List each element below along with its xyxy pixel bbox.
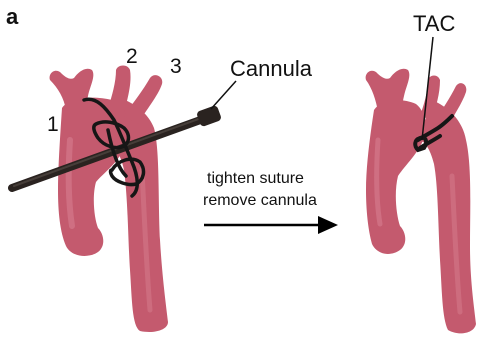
tac-label: TAC (413, 11, 455, 36)
step-text-line-1: tighten suture (207, 170, 304, 187)
aorta-after (366, 69, 476, 334)
branch-1-label: 1 (47, 113, 59, 136)
branch-2-label: 2 (126, 45, 138, 68)
branch-3-label: 3 (170, 55, 182, 78)
cannula-label: Cannula (230, 56, 313, 81)
panel-letter: a (6, 4, 19, 29)
step-text-line-2: remove cannula (203, 192, 317, 209)
cannula-leader-line (211, 81, 236, 109)
aorta-before (50, 66, 168, 332)
vessel-highlight (69, 140, 72, 226)
step-arrow (204, 216, 338, 234)
